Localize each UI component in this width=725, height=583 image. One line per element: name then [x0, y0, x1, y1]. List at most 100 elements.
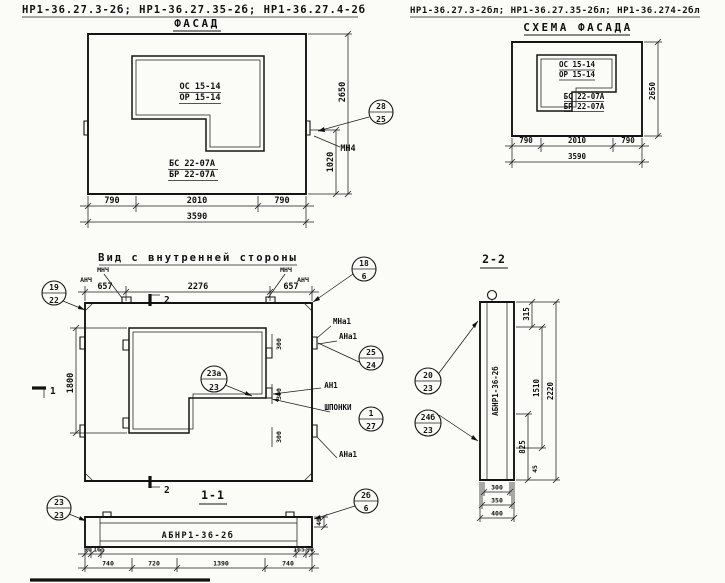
- balloon-18-top: 18: [359, 259, 369, 268]
- inner-ana1-bottom-leader: [316, 436, 338, 459]
- inner-panel-outline: [84, 302, 313, 482]
- inner-mna1-leader: [316, 325, 332, 339]
- section22-part-label: АБНР1-36-2б: [491, 366, 500, 416]
- balloon-25-top: 25: [366, 348, 376, 357]
- facade-dim-extensions: [87, 33, 352, 228]
- facade-scheme-view: СХЕМА ФАСАДА ОС 15-14 ОР 15-14 БС 22-07А…: [505, 21, 662, 168]
- section11-dim-165r: 165: [293, 546, 305, 554]
- inner-window-frame: [132, 331, 263, 430]
- section22-dim-2220: 2220: [546, 381, 555, 400]
- facade-dim-2010: 2010: [187, 196, 207, 206]
- section22-dim-45: 45: [531, 465, 539, 473]
- section22-column-inner-lines: [486, 303, 508, 479]
- balloon-25-leader: [317, 342, 360, 363]
- inner-dim-1800: 1800: [66, 373, 76, 393]
- facade-leader-arrow: [318, 127, 325, 132]
- facade-view: ФАСАД ОС 15-14 ОР 15-14 БС 22-07А БР 22-…: [80, 17, 394, 228]
- section22-dim-extensions: [479, 301, 560, 522]
- scheme-dim-extensions: [511, 41, 662, 168]
- inner-dim-300-3: 300: [275, 431, 283, 443]
- balloon-23a-top: 23а: [207, 369, 222, 378]
- facade-label-br: БР 22-07А: [169, 170, 215, 180]
- inner-section2-label-bottom: 2: [164, 485, 170, 496]
- inner-section2-label-top: 2: [164, 295, 170, 306]
- inner-dim-ticks: [72, 288, 316, 437]
- balloon-2b-bottom: 6: [364, 504, 369, 513]
- facade-balloon-leader: [317, 116, 370, 132]
- inner-dim-657l: 657: [97, 282, 112, 292]
- section11-part-label: АБНР1-36-2б: [162, 530, 235, 541]
- facade-label-or: ОР 15-14: [180, 93, 221, 103]
- balloon-23-arrow: [79, 516, 86, 521]
- scheme-title: СХЕМА ФАСАДА: [523, 21, 632, 34]
- inner-dim-lines: [75, 291, 319, 433]
- scheme-dim-790l: 790: [519, 136, 533, 145]
- facade-window-opening: [131, 55, 265, 152]
- scheme-dim-2650: 2650: [648, 81, 657, 100]
- inner-mark-ana1-bottom: АНа1: [339, 450, 358, 459]
- section22-dim-350: 350: [491, 497, 503, 505]
- inner-dim-extensions: [70, 286, 313, 447]
- balloon-19-top: 19: [49, 283, 59, 292]
- scheme-window-opening: [536, 54, 617, 112]
- inner-ana1-top-leader: [317, 340, 338, 345]
- facade-label-os: ОС 15-14: [180, 82, 221, 92]
- facade-mark-mn4: МН4: [340, 144, 355, 154]
- scheme-label-br: БР 22-07А: [564, 102, 605, 111]
- balloon-2b-leader: [313, 505, 356, 520]
- section22-dim-315: 315: [522, 307, 531, 321]
- section11-dim-1390: 1390: [213, 560, 229, 568]
- scheme-label-bs: БС 22-07А: [564, 92, 605, 101]
- section11-title: 1-1: [201, 488, 225, 502]
- header-right: НР1-36.27.3-2бл; НР1-36.27.35-2бл; НР1-3…: [410, 5, 700, 16]
- inner-mark-shponki: ШПОНКИ: [324, 403, 352, 412]
- section22-dim-300: 300: [491, 484, 503, 492]
- scheme-label-bs-underlines: [564, 101, 604, 112]
- scheme-dim-790r: 790: [621, 136, 635, 145]
- inner-mnch-leaders: [103, 273, 286, 299]
- section11-slab-inner-lines: [99, 517, 298, 547]
- scheme-dim-ticks: [508, 38, 662, 166]
- facade-edge-tabs: [83, 120, 311, 136]
- balloon-19-arrow: [78, 305, 85, 310]
- balloon-23a-bottom: 23: [209, 383, 219, 392]
- inner-mark-anch-left: АНЧ: [80, 276, 92, 284]
- scheme-panel-outline: [511, 41, 643, 137]
- scheme-label-or: ОР 15-14: [559, 70, 596, 79]
- scheme-dim-2010: 2010: [568, 136, 587, 145]
- facade-panel-outline: [87, 33, 307, 195]
- inner-title: Вид с внутренней стороны: [98, 252, 298, 264]
- balloon-20-arrow: [472, 321, 478, 328]
- balloon-18-leader: [312, 273, 354, 303]
- inner-dim-2276: 2276: [188, 282, 208, 292]
- inner-view: Вид с внутренней стороны 657 2276 657 18…: [32, 252, 384, 496]
- section11-dim-ticks: [81, 513, 328, 572]
- balloon-1-top: 1: [369, 409, 374, 418]
- section22-lifting-hook: [486, 289, 498, 301]
- inner-mark-mna1: МНа1: [333, 317, 352, 326]
- balloon-2b-top: 2б: [361, 490, 371, 500]
- section11-dim-720: 720: [148, 560, 160, 568]
- facade-label-bs: БС 22-07А: [169, 159, 215, 169]
- section22-title: 2-2: [482, 252, 506, 266]
- facade-balloon-top: 28: [376, 102, 386, 111]
- inner-dim-657r: 657: [283, 282, 298, 292]
- balloon-20-top: 20: [423, 371, 433, 380]
- inner-section1-label: 1: [50, 386, 56, 397]
- scheme-dim-3590: 3590: [568, 152, 587, 161]
- section11-dim-40: 40: [315, 518, 323, 526]
- balloon-24b-top: 24б: [421, 412, 436, 422]
- section11-slab-outline: [84, 516, 313, 548]
- inner-dowel-keys: [122, 339, 273, 429]
- section22-column-outline: [479, 301, 515, 481]
- facade-dim-790l: 790: [104, 196, 119, 206]
- balloon-18-bottom: 6: [362, 272, 367, 281]
- facade-label-bs-underlines: [168, 169, 218, 181]
- inner-mark-ana1-top: АНа1: [339, 332, 358, 341]
- section22-dim-400: 400: [491, 510, 503, 518]
- facade-balloon-bottom: 25: [376, 115, 386, 124]
- inner-corner-chamfers: [84, 302, 313, 482]
- facade-dim-2650: 2650: [338, 82, 348, 102]
